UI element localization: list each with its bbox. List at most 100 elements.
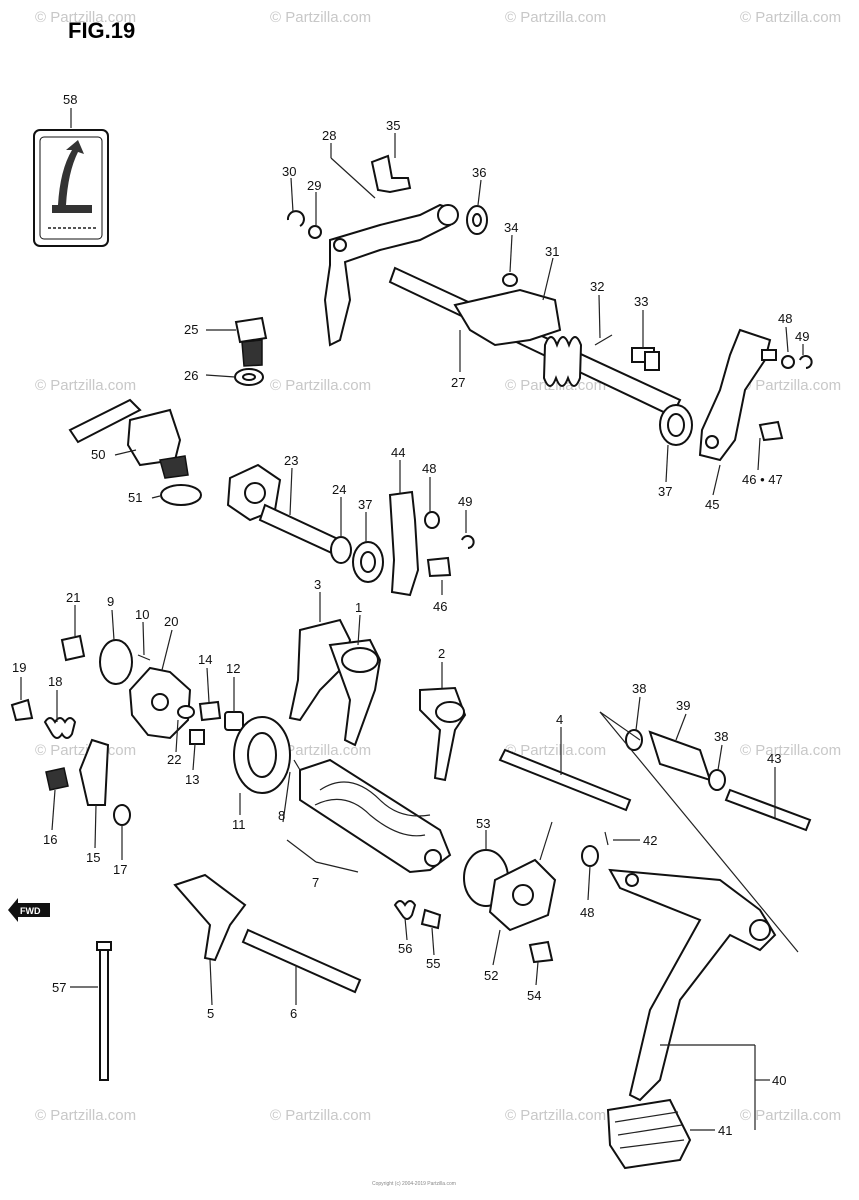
callout-26: 26	[184, 368, 198, 383]
fwd-label: FWD	[20, 906, 41, 916]
callout-46a: 46	[433, 599, 447, 614]
watermark: © Partzilla.com	[35, 9, 136, 26]
callout-46-47: 46 • 47	[742, 472, 783, 487]
watermark: © Partzilla.com	[740, 742, 841, 759]
callout-10: 10	[135, 607, 149, 622]
part-37-oil-seal	[659, 404, 693, 446]
part-11-oil-seal	[233, 716, 291, 794]
callout-42: 42	[643, 833, 657, 848]
callout-48b: 48	[422, 461, 436, 476]
part-4-shaft	[498, 748, 632, 812]
callout-28: 28	[322, 128, 336, 143]
callout-30: 30	[282, 164, 296, 179]
callout-16: 16	[43, 832, 57, 847]
part-18-spring-set	[10, 698, 131, 826]
callout-7: 7	[312, 875, 319, 890]
part-58-shift-label	[33, 129, 109, 247]
callout-39: 39	[676, 698, 690, 713]
callout-22: 22	[167, 752, 181, 767]
part-28-cam-stopper	[286, 203, 459, 347]
callout-33: 33	[634, 294, 648, 309]
callout-37a: 37	[358, 497, 372, 512]
callout-41: 41	[718, 1123, 732, 1138]
callout-38b: 38	[714, 729, 728, 744]
part-39-43-rod	[625, 729, 812, 832]
watermark: © Partzilla.com	[740, 9, 841, 26]
part-52-54-sensor	[463, 821, 557, 964]
part-40-gearshift-lever	[599, 711, 799, 1170]
callout-12: 12	[226, 661, 240, 676]
watermark: © Partzilla.com	[270, 742, 371, 759]
part-24-washer	[330, 490, 475, 597]
part-14-bolt	[189, 700, 244, 745]
watermark: © Partzilla.com	[270, 377, 371, 394]
callout-4: 4	[556, 712, 563, 727]
part-57-bolt	[96, 941, 112, 1081]
callout-labels: 58 28 35 36 30 29 34 31 32 33 27 48 49 3…	[12, 92, 809, 1138]
callout-55: 55	[426, 956, 440, 971]
callout-31: 31	[545, 244, 559, 259]
callout-48a: 48	[778, 311, 792, 326]
part-42-pin	[581, 831, 609, 867]
callout-20: 20	[164, 614, 178, 629]
callout-27: 27	[451, 375, 465, 390]
callout-32: 32	[590, 279, 604, 294]
part-25-plug	[234, 316, 268, 386]
callout-57: 57	[52, 980, 66, 995]
watermark: © Partzilla.com	[505, 742, 606, 759]
part-45-gearshift-arm	[698, 328, 813, 462]
callout-35: 35	[386, 118, 400, 133]
fwd-arrow-icon: FWD	[8, 898, 50, 922]
callout-53: 53	[476, 816, 490, 831]
watermark: © Partzilla.com	[740, 377, 841, 394]
watermark-layer: © Partzilla.com © Partzilla.com © Partzi…	[35, 9, 841, 1124]
callout-49a: 49	[795, 329, 809, 344]
callout-8: 8	[278, 808, 285, 823]
callout-14: 14	[198, 652, 212, 667]
callout-2: 2	[438, 646, 445, 661]
watermark: © Partzilla.com	[35, 377, 136, 394]
callout-44: 44	[391, 445, 405, 460]
callout-1: 1	[355, 600, 362, 615]
callout-49b: 49	[458, 494, 472, 509]
watermark: © Partzilla.com	[270, 9, 371, 26]
callout-48c: 48	[580, 905, 594, 920]
part-2-shift-fork	[419, 686, 467, 782]
part-5-6-fork-shaft	[173, 873, 362, 994]
callout-15: 15	[86, 850, 100, 865]
watermark: © Partzilla.com	[505, 9, 606, 26]
callout-52: 52	[484, 968, 498, 983]
part-27-gearshift-shaft	[388, 266, 682, 418]
part-20-cam-star	[60, 634, 195, 740]
callout-25: 25	[184, 322, 198, 337]
callout-23: 23	[284, 453, 298, 468]
part-33-bolt	[631, 347, 660, 371]
callout-21: 21	[66, 590, 80, 605]
part-35-bolt	[370, 154, 488, 235]
part-1-3-shift-forks	[288, 618, 382, 747]
watermark: © Partzilla.com	[505, 1107, 606, 1124]
watermark: © Partzilla.com	[505, 377, 606, 394]
figure-title: FIG.19	[68, 18, 135, 43]
part-50-neutral-switch	[68, 398, 202, 506]
callout-45: 45	[705, 497, 719, 512]
callout-6: 6	[290, 1006, 297, 1021]
callout-9: 9	[107, 594, 114, 609]
callout-3: 3	[314, 577, 321, 592]
callout-50: 50	[91, 447, 105, 462]
callout-38a: 38	[632, 681, 646, 696]
callout-54: 54	[527, 988, 541, 1003]
callout-36: 36	[472, 165, 486, 180]
watermark: © Partzilla.com	[35, 1107, 136, 1124]
callout-24: 24	[332, 482, 346, 497]
callout-19: 19	[12, 660, 26, 675]
watermark: © Partzilla.com	[740, 1107, 841, 1124]
callout-40: 40	[772, 1073, 786, 1088]
part-7-shift-drum	[293, 758, 452, 874]
callout-11: 11	[232, 817, 246, 832]
callout-13: 13	[185, 772, 199, 787]
part-23-shift-shaft	[226, 463, 342, 556]
copyright-line: Copyright (c) 2004-2019 Partzilla.com	[372, 1181, 456, 1187]
leader-lines	[20, 108, 804, 1131]
